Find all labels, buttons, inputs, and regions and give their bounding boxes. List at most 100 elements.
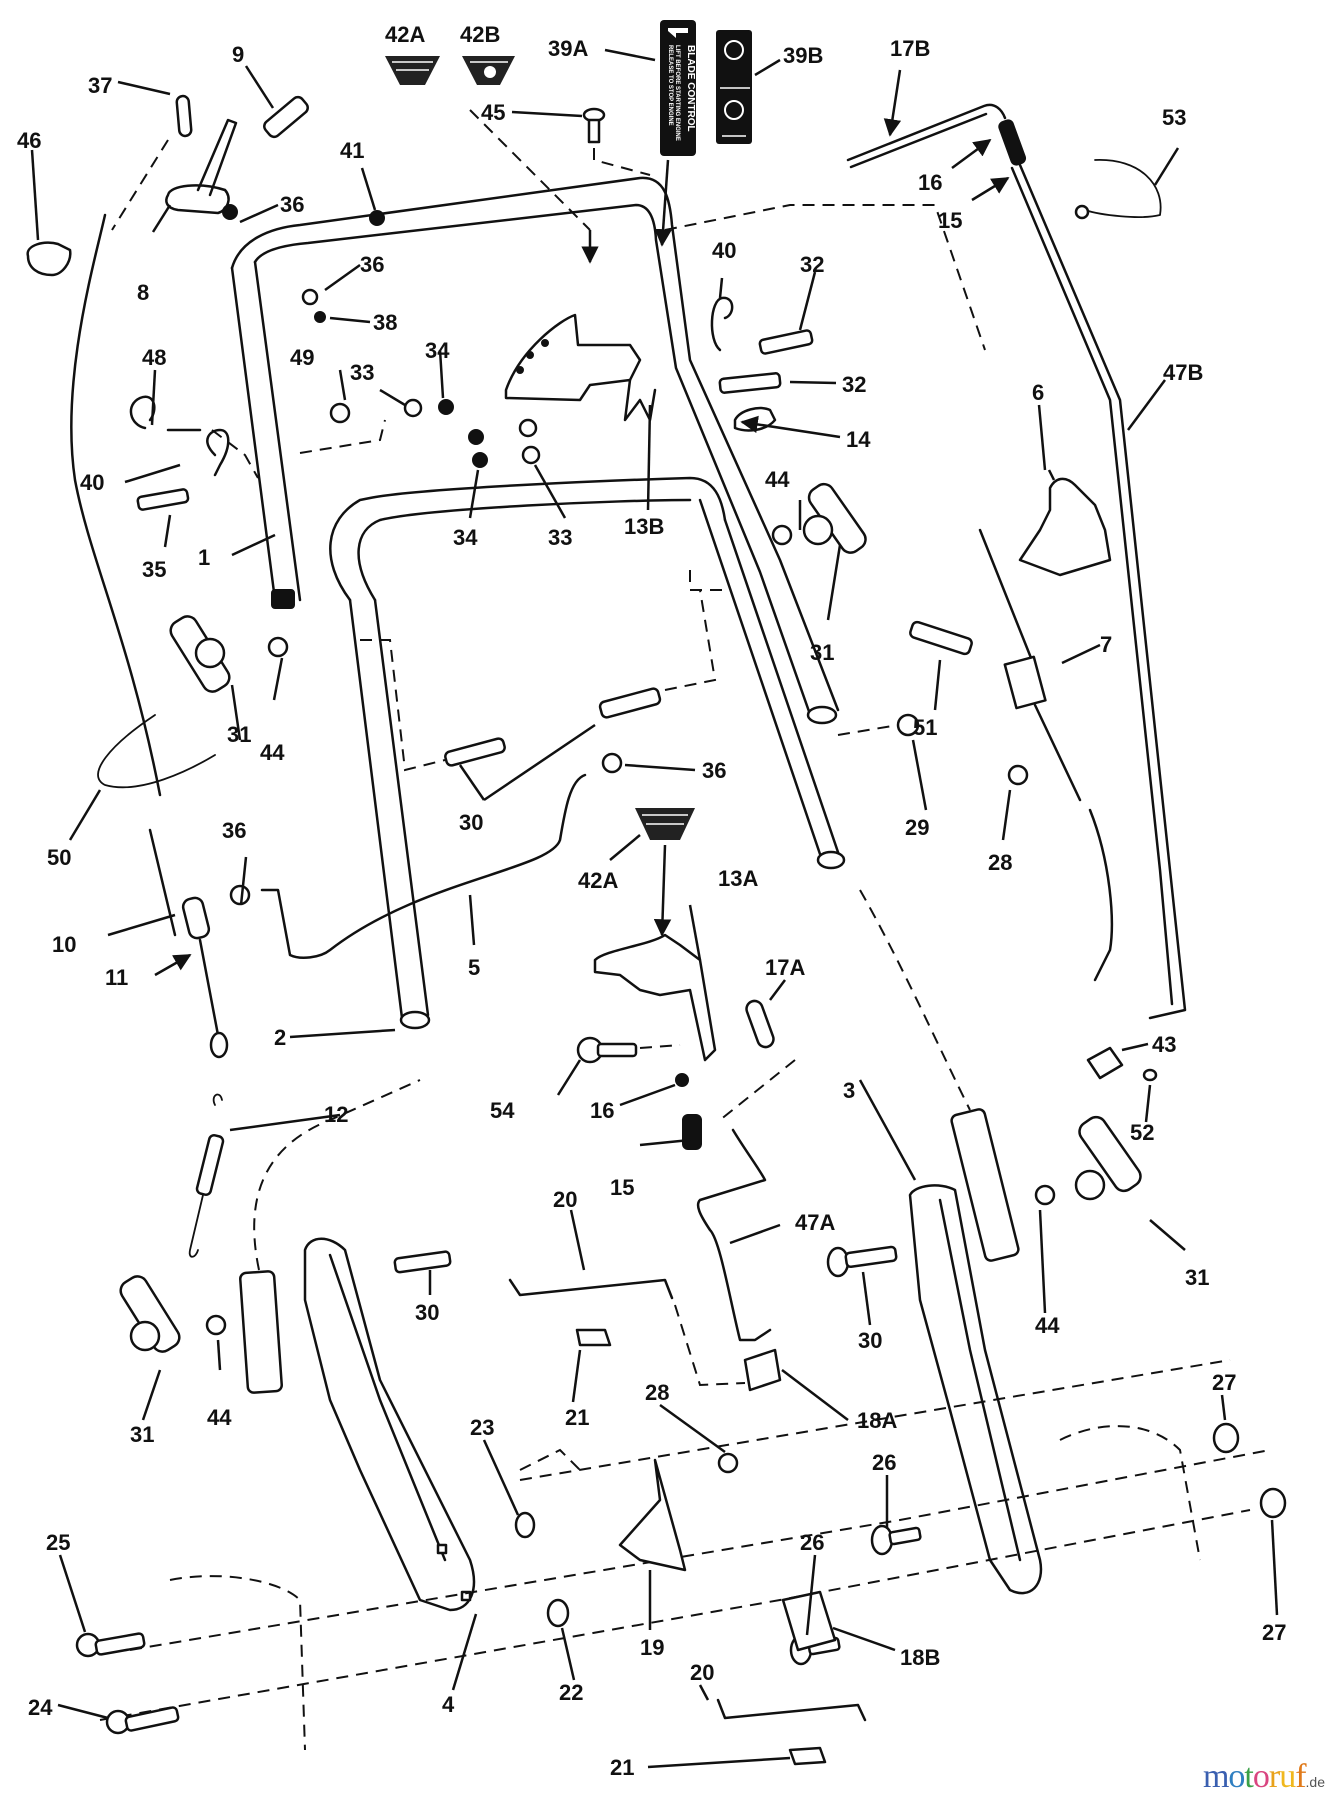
bolt-32-a — [758, 329, 814, 355]
nut-16-mid — [675, 1073, 689, 1087]
watermark-suffix: .de — [1305, 1774, 1325, 1790]
callout-11: 11 — [105, 965, 128, 990]
callout-34-b: 34 — [453, 525, 478, 550]
wing-bolt-30-d — [393, 1250, 452, 1274]
callout-15-mid: 15 — [610, 1175, 634, 1200]
nut-27-a — [1212, 1422, 1240, 1454]
callout-42a-mid: 42A — [578, 868, 618, 893]
rod-5 — [260, 773, 587, 959]
decal-42a-top — [385, 56, 440, 85]
clip-21-b — [788, 1746, 827, 1766]
bolt-26-a — [870, 1524, 922, 1556]
callout-18a: 18A — [857, 1408, 897, 1433]
callout-36-a: 36 — [280, 192, 304, 217]
callout-27-b: 27 — [1262, 1620, 1286, 1645]
callout-35: 35 — [142, 557, 166, 582]
knob-41 — [369, 210, 385, 226]
washer-44-b — [771, 524, 793, 546]
callout-31-a: 31 — [227, 722, 251, 747]
nut-49 — [329, 402, 351, 424]
spring-15-mid — [682, 1114, 702, 1150]
decal-39b — [716, 30, 752, 144]
bolt-25 — [75, 1632, 146, 1658]
cable-clip-46 — [26, 241, 72, 277]
nut-34-a — [438, 399, 454, 415]
callout-7: 7 — [1100, 632, 1112, 657]
watermark-letter: t — [1244, 1758, 1254, 1795]
decal-39a-title: BLADE CONTROL — [685, 45, 696, 132]
decal-39a-line2: RELEASE TO STOP ENGINE — [667, 45, 673, 126]
washer-36-c — [601, 752, 623, 774]
cable-tie-50 — [97, 714, 216, 789]
watermark-letter: u — [1279, 1758, 1296, 1795]
callout-14: 14 — [846, 427, 871, 452]
rod-17a — [745, 999, 775, 1049]
rod-20-b — [716, 1698, 867, 1722]
washer-36-d — [229, 884, 251, 906]
wing-bolt-30-a — [444, 737, 506, 767]
callout-48: 48 — [142, 345, 166, 370]
callout-22: 22 — [559, 1680, 583, 1705]
clip-40-left — [206, 428, 230, 477]
callout-50: 50 — [47, 845, 71, 870]
stop-icon — [724, 40, 744, 60]
cable-sleeve-11 — [181, 896, 211, 940]
callout-42a-top: 42A — [385, 22, 425, 47]
screw-54 — [576, 1036, 638, 1064]
watermark-letter: o — [1252, 1758, 1270, 1795]
callout-49: 49 — [290, 345, 314, 370]
callout-38: 38 — [373, 310, 397, 335]
callout-8: 8 — [137, 280, 149, 305]
clip-43 — [1086, 1046, 1124, 1080]
callout-47b: 47B — [1163, 360, 1203, 385]
bracket-7 — [1003, 655, 1047, 710]
callout-1: 1 — [198, 545, 210, 570]
washer-44-a — [267, 636, 289, 658]
callout-44-c: 44 — [1035, 1313, 1060, 1338]
callout-43: 43 — [1152, 1032, 1176, 1057]
callout-37: 37 — [88, 73, 112, 98]
callout-33-b: 33 — [548, 525, 572, 550]
callout-4: 4 — [442, 1692, 455, 1717]
screw-45 — [582, 107, 606, 144]
knob-31-c — [119, 1275, 181, 1353]
callout-15-top: 15 — [938, 208, 962, 233]
callout-36-d: 36 — [222, 818, 246, 843]
bolt-30-b — [598, 687, 662, 719]
callout-31-c: 31 — [1185, 1265, 1209, 1290]
spring-15-top — [998, 119, 1027, 166]
callout-45: 45 — [481, 100, 505, 125]
blade-control-cable — [70, 213, 162, 797]
callout-51: 51 — [913, 715, 937, 740]
cable-end-28-path — [1033, 703, 1082, 802]
callout-41: 41 — [340, 138, 364, 163]
callout-16-top: 16 — [918, 170, 942, 195]
callout-47a: 47A — [795, 1210, 835, 1235]
run-icon — [724, 100, 744, 120]
callout-5: 5 — [468, 955, 480, 980]
nut-36-b — [301, 288, 319, 306]
callout-9: 9 — [232, 42, 244, 67]
bushing-23 — [514, 1511, 536, 1539]
callout-13a: 13A — [718, 866, 758, 891]
nut-28-b — [717, 1452, 739, 1474]
watermark-letter: r — [1268, 1758, 1280, 1795]
bracket-18a — [743, 1348, 782, 1392]
washer-33-a — [403, 398, 423, 418]
callout-46: 46 — [17, 128, 41, 153]
callout-20-b: 20 — [690, 1660, 714, 1685]
callout-44-b: 44 — [260, 740, 285, 765]
side-bracket-3 — [908, 1184, 1043, 1595]
callout-34-a: 34 — [425, 338, 450, 363]
callout-30-a: 30 — [459, 810, 483, 835]
decal-42b — [462, 56, 515, 85]
callout-40-left: 40 — [80, 470, 104, 495]
rod-47b — [1018, 163, 1187, 1020]
bolt-51 — [909, 620, 973, 656]
lower-tube-right — [950, 1108, 1020, 1262]
callout-44-a: 44 — [765, 467, 790, 492]
nut-34-b — [468, 429, 484, 445]
lever-6 — [1018, 477, 1112, 577]
lower-handle-part-2 — [329, 476, 727, 1030]
